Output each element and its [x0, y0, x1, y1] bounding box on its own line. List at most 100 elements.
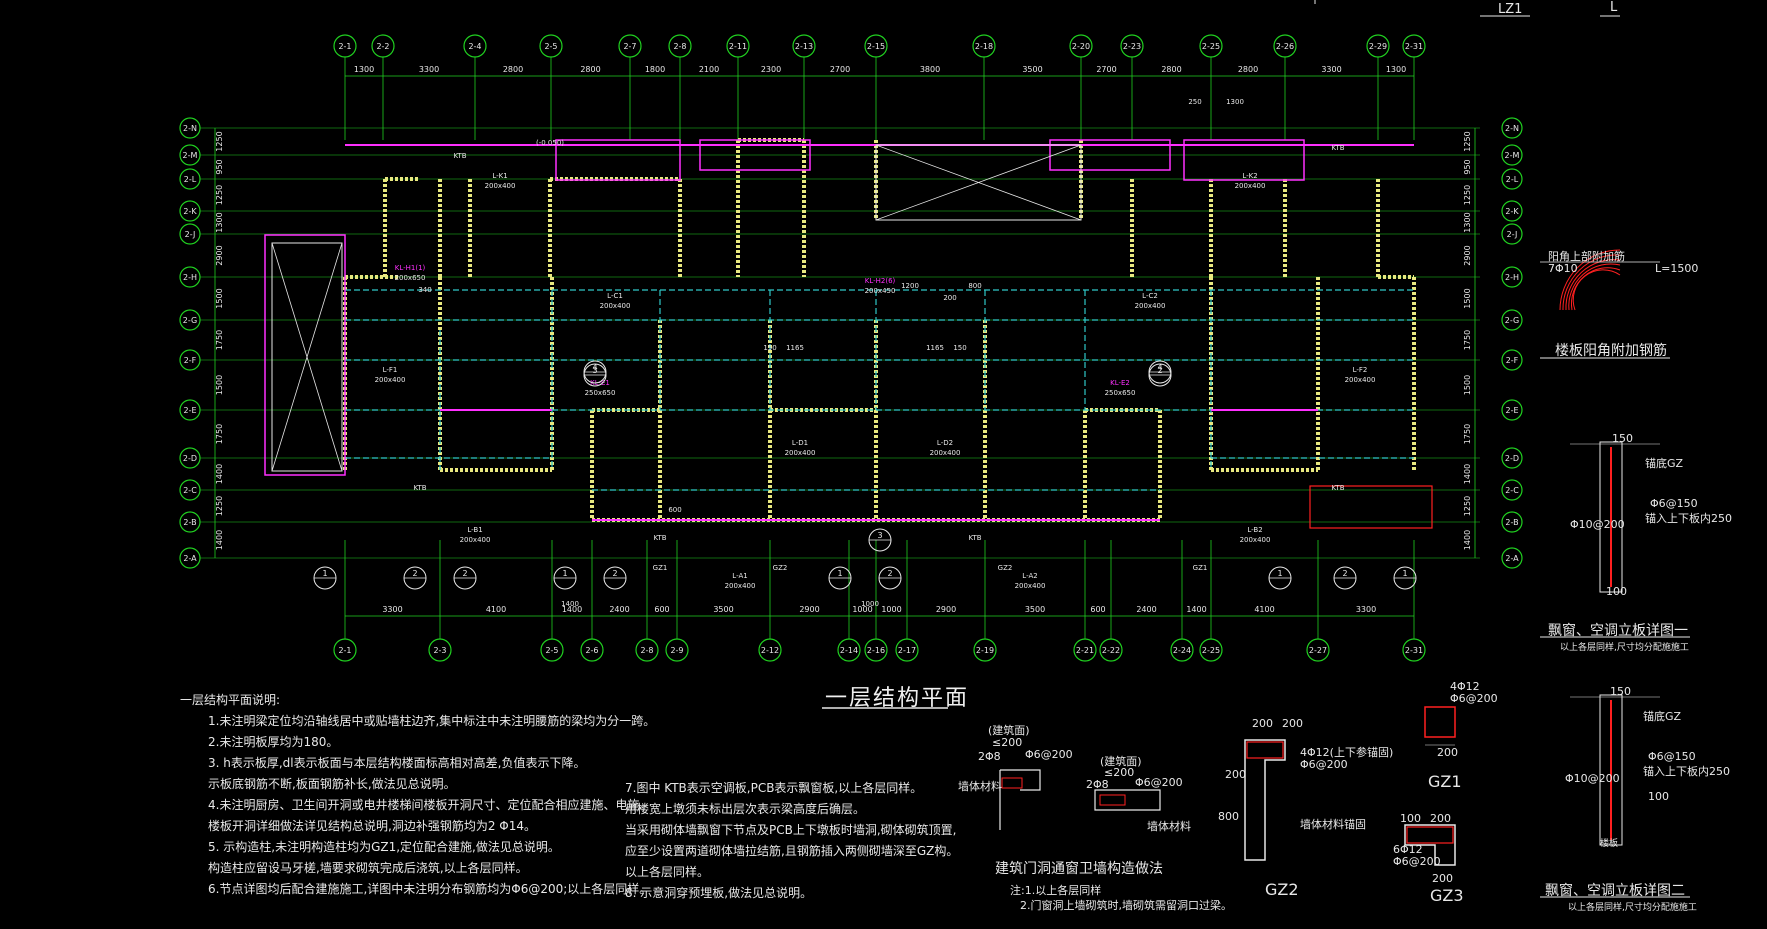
axis-label-right: 2-H [1505, 273, 1519, 282]
dim-text-right: 1250 [1463, 496, 1472, 516]
dim-text-bottom: 600 [1090, 605, 1105, 614]
axis-label-left: 2-H [183, 273, 197, 282]
notes-left-line-3: 3. h表示板厚,dl表示板面与本层结构楼面标高相对高差,负值表示下降。 [208, 756, 586, 770]
axis-bubble-right [1501, 168, 1523, 190]
axis-label-left: 2-K [183, 207, 197, 216]
dim-text-bottom: 2900 [799, 605, 819, 614]
gz2-rebar [1246, 741, 1284, 759]
axis-label-bottom: 2-19 [976, 646, 994, 655]
detail-gz2-label-1: 200 [1252, 717, 1273, 730]
axis-label-bottom: 2-14 [840, 646, 858, 655]
detail-bay1-label-4: 锚入上下板内250 [1645, 512, 1732, 525]
misc-label: 1165 [926, 344, 944, 352]
detail-bay2-label-7: 楼板 [1600, 839, 1619, 849]
dim-text-top: 3300 [419, 65, 439, 74]
detail-door-label-2: ≤200 [992, 736, 1023, 749]
axis-label-left: 2-E [183, 406, 196, 415]
detail-gz2-label-7: 200 [1225, 768, 1246, 781]
notes-left-line-7: 5. 示构造柱,未注明构造柱均为GZ1,定位配合建施,做法见总说明。 [208, 840, 560, 854]
dim-text-left: 1750 [215, 330, 224, 350]
dim-text-top: 2300 [761, 65, 781, 74]
door-detail-1-rebar [1001, 777, 1023, 789]
detail-gz1-label-3: 200 [1437, 746, 1458, 759]
detail-door-note1: 注:1.以上各层同样 [1010, 884, 1102, 897]
dim-text-top: 1300 [354, 65, 374, 74]
axis-label-right: 2-A [1505, 554, 1519, 563]
gz1-outline [1424, 706, 1456, 738]
axis-label-top: 2-26 [1276, 42, 1294, 51]
dim-text-left: 1250 [215, 131, 224, 151]
section-bubble-label: 2 [612, 569, 617, 578]
detail-layer [822, 0, 1690, 898]
axis-label-bottom: 2-6 [585, 646, 598, 655]
beam-label: 200x400 [725, 582, 756, 590]
beam-label: KTB [1331, 484, 1344, 492]
beam-label: 200x400 [1135, 302, 1166, 310]
detail-door-label-1: (建筑面) [988, 724, 1030, 737]
axis-label-top: 2-20 [1072, 42, 1090, 51]
axis-bubble-right [1501, 399, 1523, 421]
detail-bay1-label-5: Φ10@200 [1570, 518, 1625, 531]
misc-label: 800 [968, 282, 981, 290]
axis-label-bottom: 2-5 [545, 646, 558, 655]
detail-corner-title: 楼板阳角附加钢筋 [1555, 343, 1667, 359]
detail-gz2-title: GZ2 [1265, 880, 1299, 899]
axis-label-left: 2-L [184, 175, 197, 184]
misc-label: 150 [953, 344, 966, 352]
section-bubble-label: 1 [1402, 569, 1407, 578]
notes-right-line-1: 7.图中 KTB表示空调板,PCB表示飘窗板,以上各层同样。 [625, 781, 923, 795]
dim-text-bottom: 3300 [1356, 605, 1376, 614]
axis-label-left: 2-C [183, 486, 197, 495]
dim-text-top: 2700 [830, 65, 850, 74]
notes-left-title: 一层结构平面说明: [180, 693, 281, 707]
notes-left-line-2: 2.未注明板厚均为180。 [208, 735, 339, 749]
beam-label: 200x400 [930, 449, 961, 457]
misc-label: 340 [418, 286, 431, 294]
dim-text-bottom: 4100 [486, 605, 506, 614]
beam-label: L-D2 [937, 439, 953, 447]
beam-label: L-F2 [1353, 366, 1368, 374]
section-bubble-label: 1 [322, 569, 327, 578]
dim-text-right: 950 [1463, 159, 1472, 174]
detail-gz3-label-3: 6Φ12 [1393, 843, 1423, 856]
axis-label-left: 2-A [183, 554, 197, 563]
dim-text-right: 1750 [1463, 330, 1472, 350]
axis-label-bottom: 2-17 [898, 646, 916, 655]
detail-bay2-label-6: 100 [1648, 790, 1669, 803]
misc-label: 1000 [861, 600, 879, 608]
detail-gz3-label-2: 200 [1430, 812, 1451, 825]
dim-text-top: 3300 [1321, 65, 1341, 74]
axis-label-left: 2-D [183, 454, 197, 463]
beam-label: 200x400 [460, 536, 491, 544]
detail-bay2-label-2: 锚底GZ [1643, 710, 1682, 723]
title-tag-l: L [1610, 0, 1618, 15]
axis-label-bottom: 2-24 [1173, 646, 1191, 655]
dim-text-bottom: 2400 [609, 605, 629, 614]
beam-label: L-B1 [467, 526, 482, 534]
axis-label-top: 2-2 [376, 42, 389, 51]
detail-bay1-sub: 以上各层同样,尺寸均分配施施工 [1560, 643, 1689, 653]
corner-rebar-arc [1565, 259, 1621, 311]
axis-label-right: 2-N [1505, 124, 1519, 133]
axis-label-top: 2-31 [1405, 42, 1423, 51]
detail-bay1-title: 飘窗、空调立板详图一 [1548, 623, 1688, 639]
gz3-outline [1404, 824, 1456, 866]
dim-text-top: 2800 [580, 65, 600, 74]
beam-label: L-K2 [1242, 172, 1257, 180]
beam-label: 200x400 [1015, 582, 1046, 590]
stair-x [875, 144, 1082, 221]
axis-label-bottom: 2-16 [867, 646, 885, 655]
detail-bay2-label-1: 150 [1610, 685, 1631, 698]
axis-label-bottom: 2-21 [1076, 646, 1094, 655]
axis-bubble-right [1501, 309, 1523, 331]
corner-rebar-arc [1572, 269, 1621, 311]
notes-left-line-8: 构造柱应留设马牙槎,墙要求砌筑完成后浇筑,以上各层同样。 [208, 861, 528, 875]
axis-label-top: 2-5 [544, 42, 557, 51]
axis-label-top: 2-13 [795, 42, 813, 51]
beam-label: KTB [453, 152, 466, 160]
axis-bubble-right [1501, 266, 1523, 288]
dim-text-bottom: 2400 [1136, 605, 1156, 614]
axis-bubble-right [1501, 223, 1523, 245]
axis-label-bottom: 2-1 [338, 646, 351, 655]
